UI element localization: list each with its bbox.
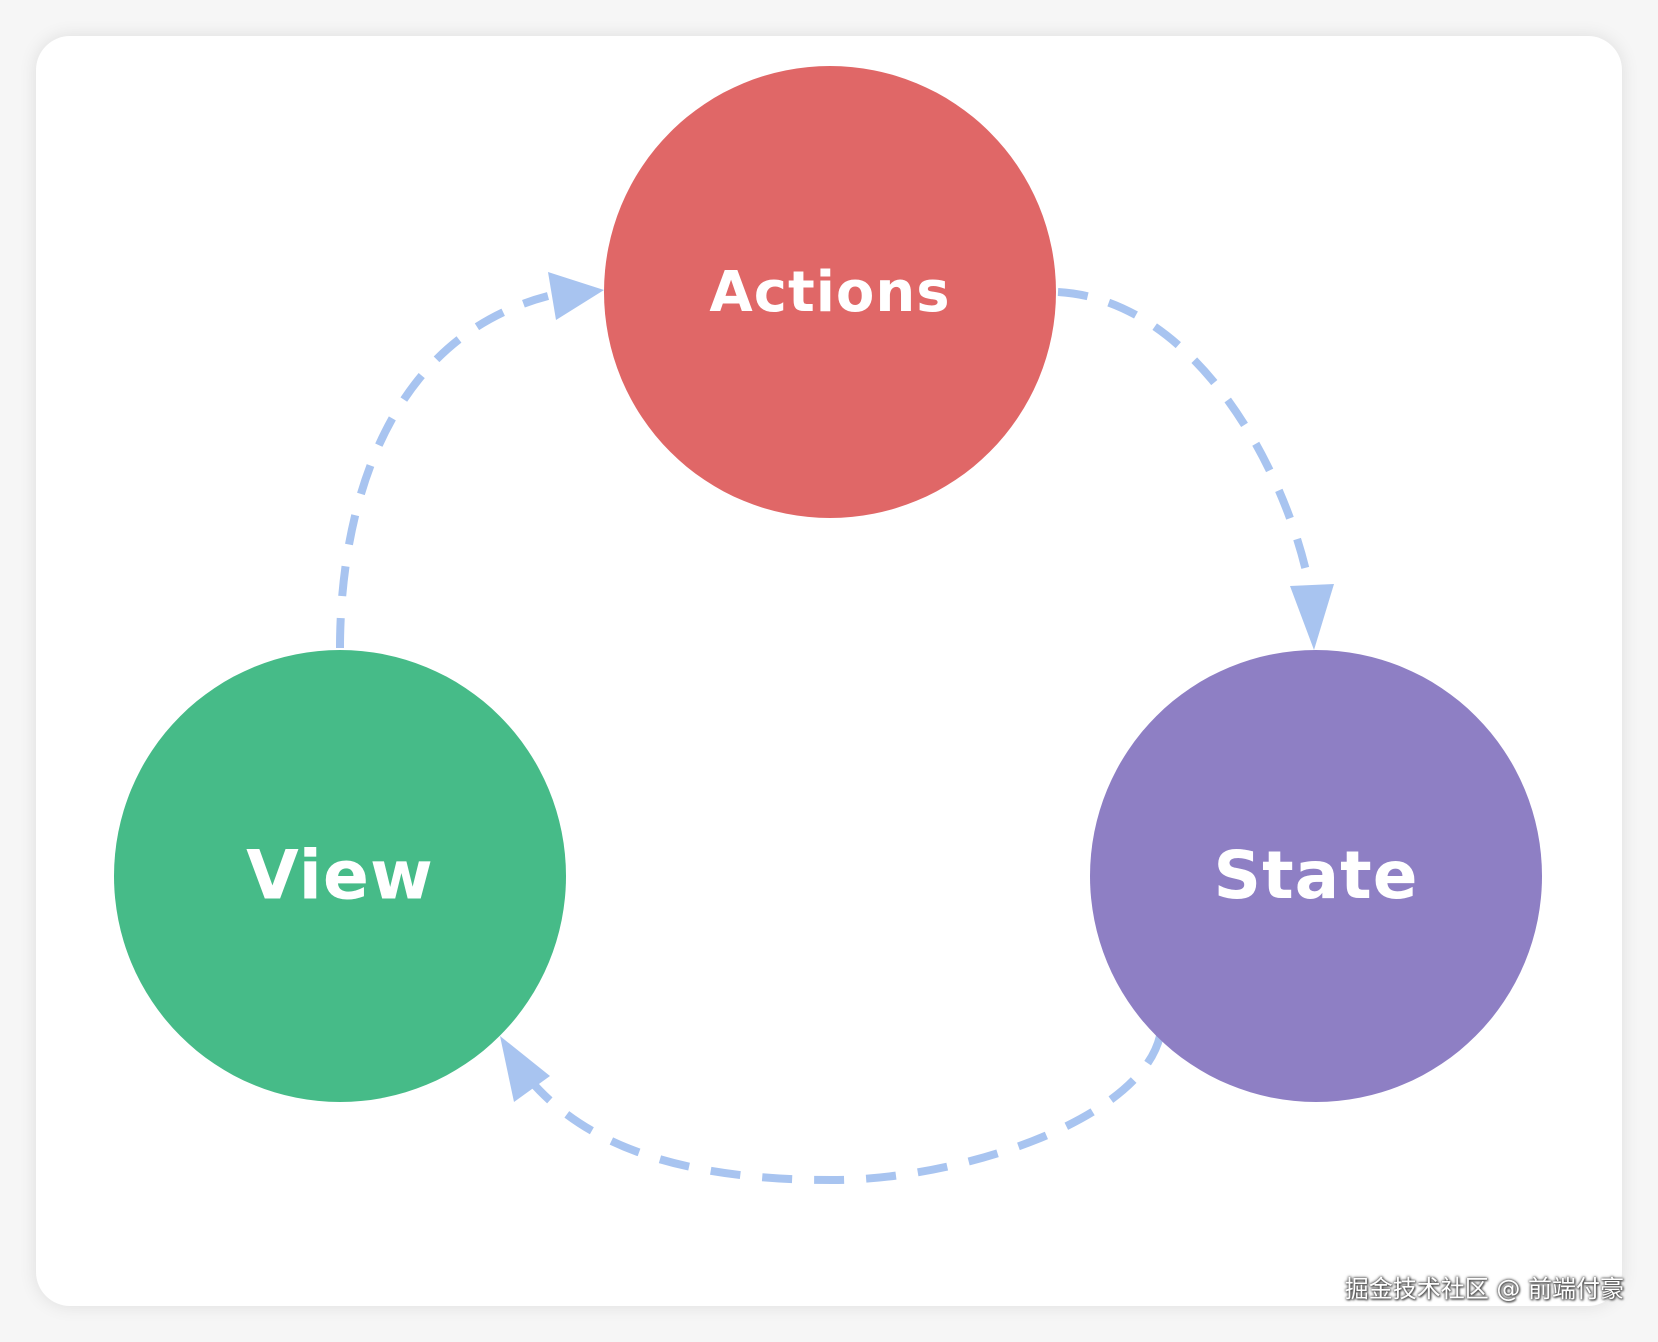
actions-label: Actions — [709, 260, 950, 325]
state-circle — [1090, 650, 1542, 1102]
arrow-state-to-view — [500, 1034, 1164, 1185]
actions-node: Actions — [604, 66, 1056, 518]
arrowhead-icon — [1290, 584, 1334, 650]
arrow-actions-to-state — [1057, 288, 1334, 650]
arrow-view-to-actions — [336, 272, 604, 649]
arrowhead-icon — [548, 272, 604, 320]
watermark-text: 掘金技术社区 @ 前端付豪 — [1344, 1275, 1624, 1303]
view-node: View — [114, 650, 566, 1102]
view-circle — [114, 650, 566, 1102]
state-node: State — [1090, 650, 1542, 1102]
view-label: View — [246, 837, 434, 916]
state-label: State — [1214, 837, 1419, 914]
arrowhead-icon — [500, 1036, 550, 1102]
actions-circle — [604, 66, 1056, 518]
